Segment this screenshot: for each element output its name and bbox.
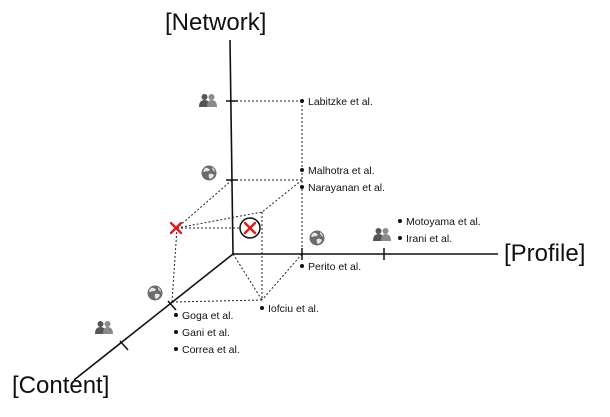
circled-x-marker-icon [239, 217, 261, 239]
x-marker-icon [169, 221, 183, 235]
paper-label: Correa et al. [174, 344, 240, 356]
paper-label: Labitzke et al. [300, 96, 373, 108]
paper-label: Gani et al. [174, 327, 230, 339]
content-axis-label: [Content] [12, 372, 110, 399]
bullet [260, 306, 264, 311]
content-axis [73, 253, 234, 381]
dotted-edge [261, 253, 303, 301]
bullet [174, 330, 178, 335]
dotted-edge [171, 299, 263, 303]
paper-label: Goga et al. [174, 310, 233, 322]
globe-icon [309, 230, 325, 246]
paper-label: Iofciu et al. [260, 303, 319, 315]
people-icon [373, 228, 391, 241]
bullet [300, 168, 304, 173]
axis-ticks [119, 100, 385, 351]
paper-label: Perito et al. [300, 261, 361, 273]
bullet [398, 236, 402, 241]
bullet [174, 347, 178, 352]
bullet [300, 99, 304, 104]
bullet [300, 264, 304, 269]
axes [73, 39, 498, 381]
dotted-edge [261, 179, 303, 213]
paper-label: Irani et al. [398, 233, 452, 245]
globe-icon [147, 285, 163, 301]
people-icon [95, 321, 113, 334]
bullet [174, 313, 178, 318]
bullet [300, 185, 304, 190]
dotted-edge [232, 253, 263, 301]
network-axis [229, 39, 234, 255]
people-icon [199, 94, 217, 107]
dotted-edge [171, 227, 178, 303]
paper-label: Narayanan et al. [300, 182, 385, 194]
dotted-cube [171, 100, 303, 303]
content-tick [119, 340, 129, 351]
paper-label: Malhotra et al. [300, 165, 375, 177]
content-tick [167, 300, 177, 311]
dotted-edge [176, 211, 263, 229]
network-axis-label: [Network] [165, 9, 267, 36]
profile-axis-label: [Profile] [504, 240, 586, 267]
bullet [398, 219, 402, 224]
globe-icon [201, 165, 217, 181]
paper-label: Motoyama et al. [398, 216, 481, 228]
dotted-edge [176, 179, 233, 229]
